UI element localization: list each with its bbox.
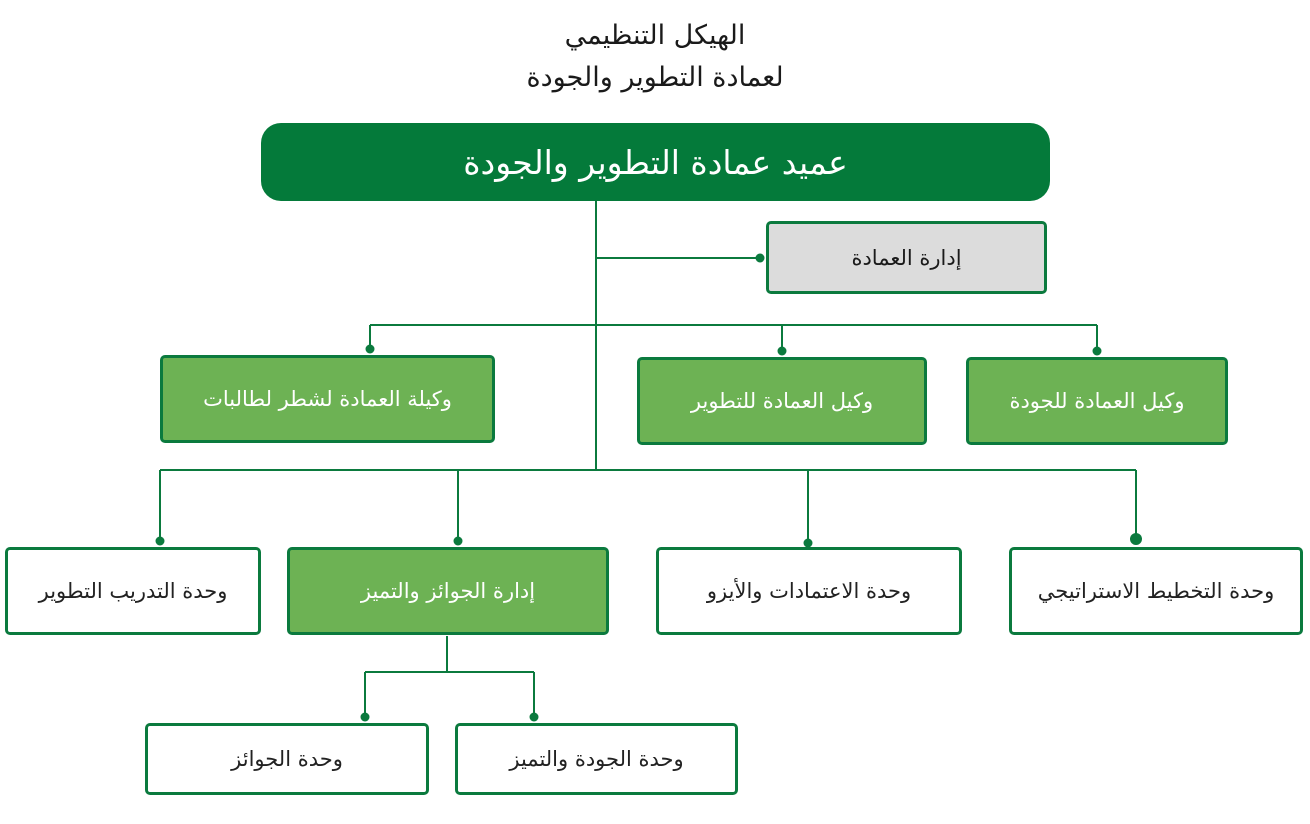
sub-unit-dot-2: [360, 712, 370, 722]
vice-dean-label: وكيل العمادة للتطوير: [690, 389, 874, 413]
strategic-planning-unit-node: وحدة التخطيط الاستراتيجي: [1009, 547, 1303, 635]
vice-dean-label: وكيلة العمادة لشطر لطالبات: [203, 387, 452, 411]
unit-label: وحدة الاعتمادات والأيزو: [706, 579, 912, 603]
sub-unit-dot-1: [529, 712, 539, 722]
vice-dean-dot-3: [365, 344, 375, 354]
chart-title-line2: لعمادة التطوير والجودة: [526, 62, 784, 93]
vice-dean-development-node: وكيل العمادة للتطوير: [637, 357, 927, 445]
dean-node: عميد عمادة التطوير والجودة: [261, 123, 1050, 201]
vice-dean-female-section-node: وكيلة العمادة لشطر لطالبات: [160, 355, 495, 443]
admin-label: إدارة العمادة: [851, 245, 962, 270]
vice-dean-dot-2: [777, 346, 787, 356]
unit-dot-4: [155, 536, 165, 546]
admin-dot: [755, 253, 765, 263]
awards-unit-node: وحدة الجوائز: [145, 723, 429, 795]
awards-excellence-dept-node: إدارة الجوائز والتميز: [287, 547, 609, 635]
vice-dean-label: وكيل العمادة للجودة: [1009, 389, 1185, 413]
dean-label: عميد عمادة التطوير والجودة: [463, 142, 848, 182]
chart-title-line1: الهيكل التنظيمي: [564, 20, 746, 51]
vice-dean-dot-1: [1092, 346, 1102, 356]
unit-dot-2: [803, 538, 813, 548]
unit-dot-3: [453, 536, 463, 546]
vice-dean-quality-node: وكيل العمادة للجودة: [966, 357, 1228, 445]
sub-unit-label: وحدة الجوائز: [231, 747, 343, 771]
unit-label: إدارة الجوائز والتميز: [360, 579, 536, 603]
training-development-unit-node: وحدة التدريب التطوير: [5, 547, 261, 635]
admin-node: إدارة العمادة: [766, 221, 1047, 294]
unit-label: وحدة التخطيط الاستراتيجي: [1037, 579, 1275, 603]
unit-label: وحدة التدريب التطوير: [38, 579, 228, 603]
accreditation-iso-unit-node: وحدة الاعتمادات والأيزو: [656, 547, 962, 635]
unit-dot-1: [1130, 533, 1142, 545]
sub-unit-label: وحدة الجودة والتميز: [509, 747, 684, 771]
quality-excellence-unit-node: وحدة الجودة والتميز: [455, 723, 738, 795]
